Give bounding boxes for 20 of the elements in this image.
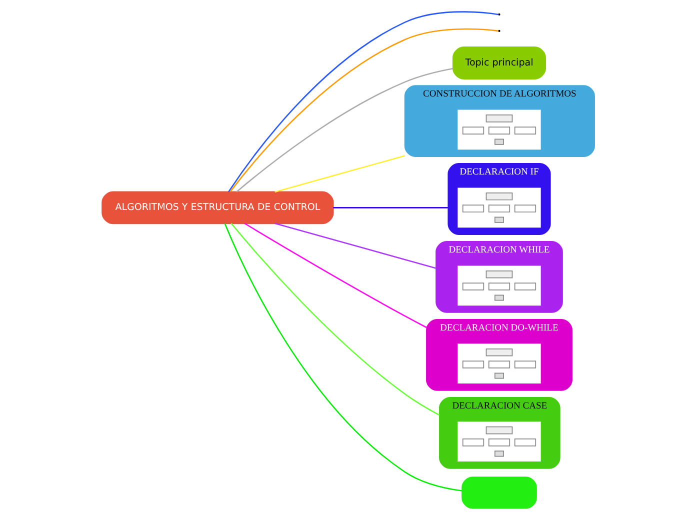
cluster: DECLARACION IF xyxy=(447,163,550,235)
cluster: DECLARACION WHILE xyxy=(435,241,562,313)
connector xyxy=(274,222,436,269)
node-picture xyxy=(457,266,540,306)
connector xyxy=(274,155,404,193)
node-picture xyxy=(457,110,540,150)
node-picture xyxy=(457,344,540,384)
node-picture xyxy=(457,188,540,228)
node-picture xyxy=(457,422,540,462)
node-box: ALGORITMOS Y ESTRUCTURA DE CONTROL xyxy=(101,191,334,224)
connector xyxy=(236,68,453,192)
cluster: CONSTRUCCION DE ALGORITMOS xyxy=(404,85,594,157)
connector xyxy=(332,207,448,208)
node-box xyxy=(461,476,536,509)
cluster: DECLARACION CASE xyxy=(438,396,560,469)
node-box: Topic principal xyxy=(452,46,546,80)
connector xyxy=(224,223,462,492)
connector xyxy=(244,222,426,328)
connector xyxy=(230,222,440,416)
cluster: DECLARACION DO-WHILE xyxy=(426,319,572,391)
